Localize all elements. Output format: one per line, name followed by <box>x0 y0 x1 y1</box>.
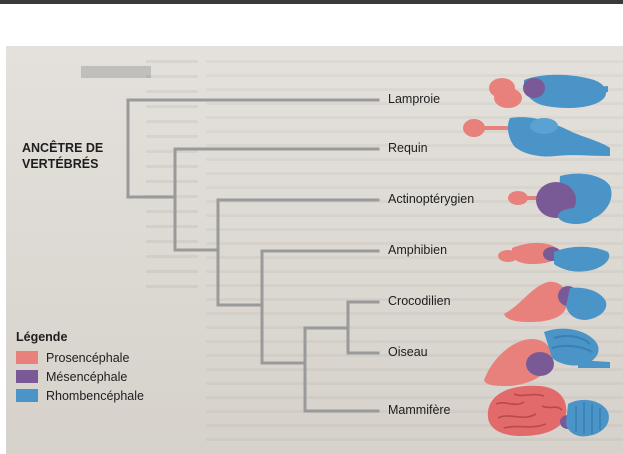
amphibian-brain-icon <box>496 234 614 276</box>
branch-actinopterygien <box>218 200 378 250</box>
taxon-label-mammifere: Mammifère <box>388 403 451 417</box>
branch-mammifere <box>305 363 378 411</box>
taxon-label-actinopterygien: Actinoptérygien <box>388 192 474 206</box>
legend-swatch-rhombencephale <box>16 389 38 402</box>
lamprey-brain-icon <box>484 66 614 116</box>
ray-finned-fish-brain-icon <box>506 170 616 228</box>
ancestor-label: ANCÊTRE DE VERTÉBRÉS <box>22 140 132 172</box>
shark-brain-icon <box>460 114 615 164</box>
branch-lamproie <box>128 100 378 155</box>
crocodile-brain-icon <box>500 278 610 328</box>
mammal-brain-icon <box>484 382 614 440</box>
legend: Légende Prosencéphale Mésencéphale Rhomb… <box>16 330 144 405</box>
branch-oiseau <box>348 328 378 353</box>
taxon-label-amphibien: Amphibien <box>388 243 447 257</box>
legend-swatch-prosencephale <box>16 351 38 364</box>
branch-requin <box>175 149 378 197</box>
legend-label: Mésencéphale <box>46 370 127 384</box>
branch-osteichthyes <box>175 197 218 250</box>
branch-crocodilien <box>348 302 378 328</box>
legend-item-prosencephale: Prosencéphale <box>16 348 144 367</box>
taxon-label-crocodilien: Crocodilien <box>388 294 451 308</box>
taxon-label-oiseau: Oiseau <box>388 345 428 359</box>
branch-tetrapodes <box>218 250 262 305</box>
bird-brain-icon <box>482 324 614 388</box>
legend-title: Légende <box>16 330 144 344</box>
taxon-label-requin: Requin <box>388 141 428 155</box>
taxon-label-lamproie: Lamproie <box>388 92 440 106</box>
branch-amniotes <box>262 305 305 363</box>
legend-item-mesencephale: Mésencéphale <box>16 367 144 386</box>
legend-label: Rhombencéphale <box>46 389 144 403</box>
legend-label: Prosencéphale <box>46 351 129 365</box>
legend-item-rhombencephale: Rhombencéphale <box>16 386 144 405</box>
branch-sauropsides <box>305 328 348 363</box>
legend-swatch-mesencephale <box>16 370 38 383</box>
branch-amphibien <box>262 251 378 305</box>
